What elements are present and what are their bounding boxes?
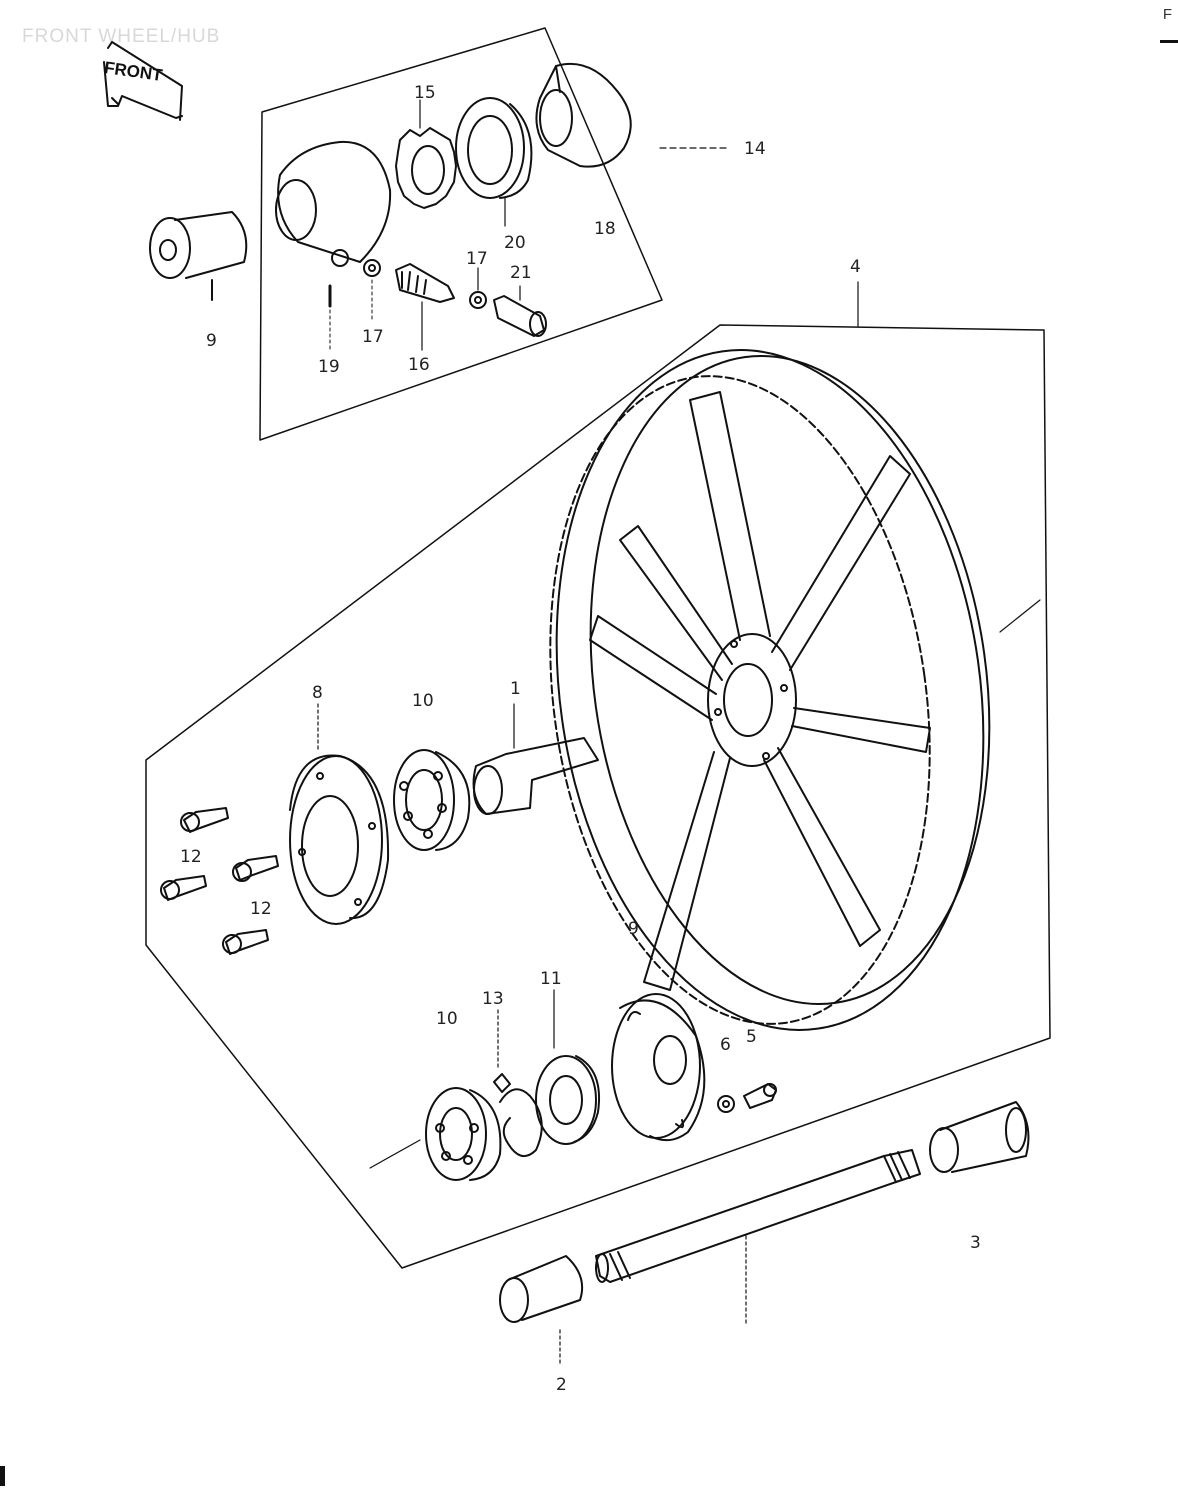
washer-left [363,259,381,277]
speedometer-gear-panel-outline [259,27,663,441]
page-title: FRONT WHEEL/HUB [22,26,221,47]
callout-19: 19 [318,357,340,377]
callout-12-upper: 12 [180,847,202,867]
corner-letter: F [1162,6,1172,23]
speedometer-gear [395,99,457,209]
callout-9-upper: 9 [206,331,217,351]
callout-20: 20 [504,233,526,253]
cast-wheel [549,349,1041,1031]
oil-seal [455,97,533,227]
corner-dash [1160,40,1178,43]
callout-14: 14 [744,139,766,159]
bearing-lower [369,1087,502,1181]
right-axle-spacer [929,1101,1030,1173]
callout-1-hub: 1 [510,679,521,699]
callout-11: 11 [540,969,562,989]
speedometer-pinion [395,263,455,351]
callout-4: 4 [850,257,861,277]
callout-10-upper: 10 [412,691,434,711]
lower-oil-seal [535,989,600,1145]
callout-18: 18 [594,219,616,239]
bearing-upper [393,749,471,851]
front-direction-tag [103,41,183,121]
callout-10-lower: 10 [436,1009,458,1029]
callout-6: 6 [720,1035,731,1055]
callout-8: 8 [312,683,323,703]
bolt-group [160,807,279,955]
pinion-bushing [493,285,547,337]
callout-12-lower: 12 [250,899,272,919]
washer-and-bolt [717,1083,777,1113]
callout-15: 15 [414,83,436,103]
callout-9-wheel: 9 [628,919,639,939]
callout-17-lower: 17 [362,327,384,347]
collar-part [149,211,248,301]
speedometer-gear-housing [275,140,392,267]
callout-3: 3 [970,1233,981,1253]
callout-2: 2 [556,1375,567,1395]
hub-plate [289,703,390,925]
brake-disc-plate [611,993,706,1142]
gear-housing-cover [535,62,632,168]
callout-17-upper: 17 [466,249,488,269]
circlip [493,1009,543,1158]
callout-16: 16 [408,355,430,375]
callout-21: 21 [510,263,532,283]
left-axle-spacer [499,1255,584,1367]
callout-numbers: 15 14 20 18 17 21 4 9 17 19 16 8 10 1 12… [180,83,981,1395]
hub-distance-collar [472,703,599,815]
wheel-panel-outline [145,324,1051,1269]
washer-right [469,291,487,309]
front-axle [595,1149,921,1325]
callout-13: 13 [482,989,504,1009]
callout-5: 5 [746,1027,757,1047]
left-edge-tick [0,1466,5,1486]
